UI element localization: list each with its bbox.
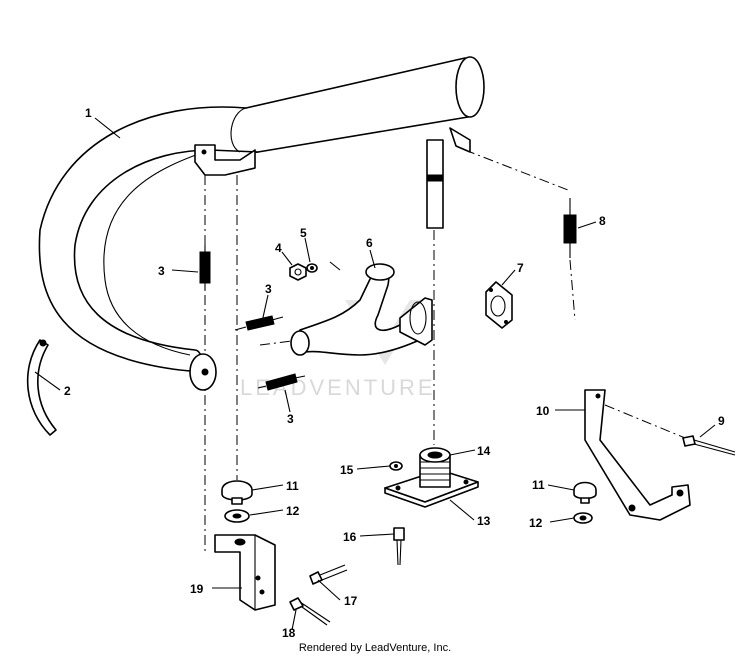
callout-5: 5: [300, 226, 307, 240]
callout-8: 8: [599, 214, 606, 228]
callout-13: 13: [477, 514, 491, 528]
callout-16: 16: [343, 530, 357, 544]
callout-11a: 11: [286, 479, 299, 493]
bolt-16: [393, 527, 405, 566]
strap: [26, 339, 57, 436]
callout-10: 10: [536, 404, 550, 418]
spring-3a: [199, 245, 211, 290]
muffler-mount-bracket: [194, 144, 256, 176]
leader-lines: [34, 117, 716, 631]
callout-6: 6: [366, 236, 373, 250]
callout-18: 18: [282, 626, 296, 640]
washer-15: [389, 461, 403, 471]
bolt-9: [682, 435, 736, 456]
callout-4: 4: [275, 241, 282, 255]
callout-2: 2: [64, 384, 71, 398]
rubber-bumper-11b: [573, 481, 597, 504]
callout-1: 1: [85, 106, 92, 120]
nut: [289, 263, 307, 281]
gasket: [485, 281, 513, 329]
callout-12a: 12: [286, 504, 300, 518]
bolt-18: [289, 597, 331, 626]
bracket-19: [214, 534, 276, 611]
rubber-isolator: [419, 447, 451, 488]
footer-credit: Rendered by LeadVenture, Inc.: [298, 642, 452, 654]
callout-9: 9: [718, 414, 725, 428]
callout-15: 15: [340, 463, 354, 477]
muffler: [38, 56, 485, 391]
washer-12b: [573, 512, 593, 524]
washer-12a: [224, 509, 250, 523]
callout-labels: 1 2 3 3 3 4 5 6 7 8 9 10 11 12 11 12 13 …: [64, 106, 725, 640]
bolt-17: [309, 564, 348, 585]
spring-3b: [234, 315, 284, 331]
exhaust-y-pipe: [290, 263, 433, 356]
callout-3c: 3: [287, 412, 294, 426]
callout-3a: 3: [158, 264, 165, 278]
callout-3b: 3: [265, 282, 272, 296]
callout-17: 17: [344, 594, 358, 608]
bracket-10: [584, 389, 691, 521]
spring-3c: [257, 373, 306, 391]
callout-7: 7: [517, 261, 524, 275]
callout-12b: 12: [529, 516, 543, 530]
spring-8: [563, 198, 577, 258]
rubber-bumper-11a: [221, 480, 253, 505]
callout-11b: 11: [532, 478, 545, 492]
washer-5: [306, 263, 318, 273]
muffler-outlet-pipe: [426, 127, 471, 229]
callout-14: 14: [477, 444, 491, 458]
callout-19: 19: [190, 582, 204, 596]
